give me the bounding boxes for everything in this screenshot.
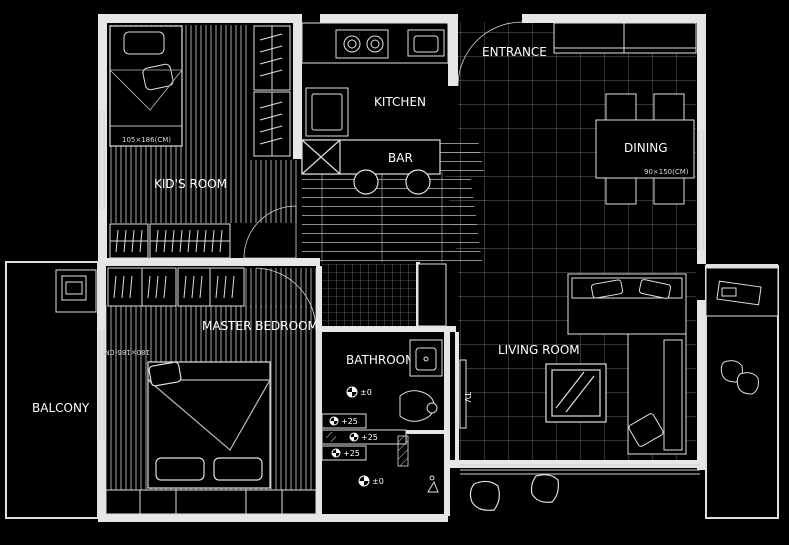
entrance-cabinet xyxy=(553,22,697,54)
svg-text:+25: +25 xyxy=(341,417,358,426)
kids-wardrobe-bottom xyxy=(109,223,231,259)
kids-door-swing xyxy=(243,205,297,259)
entrance-label: ENTRANCE xyxy=(482,45,547,59)
master-bed-dimension: 180×186(CM) xyxy=(101,348,150,356)
master-bedroom-label: MASTER BEDROOM xyxy=(202,319,318,333)
bar-wood-floor xyxy=(440,140,484,172)
level-marker-main: ±0 xyxy=(346,386,372,398)
kitchen-counter xyxy=(301,22,449,137)
svg-text:+25: +25 xyxy=(361,433,378,442)
level-marker-lower: ±0 xyxy=(358,475,384,487)
kids-room-label: KID'S ROOM xyxy=(154,177,227,191)
balcony-left xyxy=(5,261,99,519)
tv-unit xyxy=(459,359,467,429)
master-bed xyxy=(147,361,271,489)
master-door-swing xyxy=(255,267,317,331)
bathroom-label: BATHROOM xyxy=(346,353,415,367)
bar-counter xyxy=(301,139,441,195)
bathroom-fixtures xyxy=(399,263,447,422)
bar-label: BAR xyxy=(388,151,413,165)
shower-floor xyxy=(322,264,416,328)
kids-bed xyxy=(109,25,183,147)
svg-text:±0: ±0 xyxy=(360,388,372,397)
windows xyxy=(99,110,704,475)
kids-room-floor-2 xyxy=(248,160,298,223)
coffee-table xyxy=(545,363,607,423)
master-wardrobe-top xyxy=(107,267,245,307)
master-floor-2 xyxy=(245,268,317,308)
level-marker-step3: +25 xyxy=(331,448,360,458)
dining-label: DINING xyxy=(624,141,668,155)
dining-set xyxy=(595,93,695,205)
living-room-label: LIVING ROOM xyxy=(498,343,580,357)
svg-text:±0: ±0 xyxy=(372,477,384,486)
walls xyxy=(98,14,706,522)
balcony-right-furniture xyxy=(705,267,779,395)
dining-table-dimension: 90×150(CM) xyxy=(644,168,689,176)
shower-head-icon xyxy=(427,475,439,493)
level-marker-step2: +25 xyxy=(349,432,378,442)
balcony-left-furniture xyxy=(55,269,97,313)
master-cabinet-bottom xyxy=(105,489,317,515)
entrance-door-swing xyxy=(457,21,523,87)
kids-bed-dimension: 105×186(CM) xyxy=(122,136,171,144)
svg-text:+25: +25 xyxy=(343,449,360,458)
balcony-label: BALCONY xyxy=(32,401,90,415)
kids-wardrobe-right xyxy=(253,25,291,157)
floor-cushions xyxy=(469,474,559,511)
corridor-wood-floor xyxy=(302,172,482,262)
kitchen-label: KITCHEN xyxy=(374,95,426,109)
bath-level-markers: ±0 +25 +25 +25 ±0 xyxy=(321,386,409,487)
level-marker-step1: +25 xyxy=(329,416,358,426)
sofa xyxy=(567,273,687,455)
tv-label: TV xyxy=(463,391,472,403)
